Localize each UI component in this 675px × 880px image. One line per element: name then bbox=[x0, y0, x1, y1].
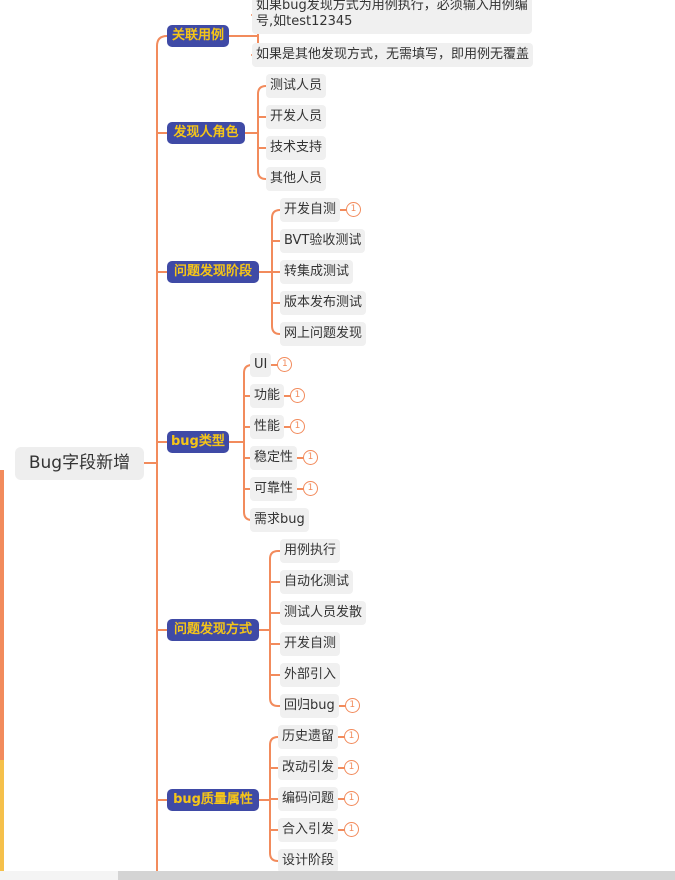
collapsed-count-badge[interactable]: 1 bbox=[346, 202, 362, 217]
leaf-node[interactable]: 改动引发 bbox=[278, 756, 339, 780]
leaf-node[interactable]: 测试人员发散 bbox=[280, 601, 367, 625]
leaf-node[interactable]: 网上问题发现 bbox=[280, 322, 367, 346]
leaf-node[interactable]: BVT验收测试 bbox=[280, 229, 366, 253]
leaf-node[interactable]: 稳定性 bbox=[250, 446, 298, 470]
leaf-node[interactable]: UI bbox=[250, 353, 272, 377]
collapsed-count-badge[interactable]: 1 bbox=[344, 698, 360, 713]
branch-connector bbox=[156, 35, 168, 880]
category-node[interactable]: bug类型 bbox=[167, 431, 229, 453]
category-node[interactable]: 发现人角色 bbox=[167, 122, 245, 144]
collapsed-count-badge[interactable]: 1 bbox=[290, 388, 306, 403]
branch-connector bbox=[269, 736, 279, 801]
branch-connector bbox=[269, 629, 281, 707]
leaf-node[interactable]: 转集成测试 bbox=[280, 260, 354, 284]
collapsed-count-badge[interactable]: 1 bbox=[290, 419, 306, 434]
category-node[interactable]: 问题发现阶段 bbox=[167, 261, 259, 283]
leaf-node[interactable]: 开发自测 bbox=[280, 632, 341, 656]
branch-connector bbox=[257, 85, 267, 134]
leaf-node[interactable]: 开发自测 bbox=[280, 198, 341, 222]
collapsed-count-badge[interactable]: 1 bbox=[277, 357, 293, 372]
leaf-node[interactable]: 性能 bbox=[250, 415, 285, 439]
root-topic[interactable]: Bug字段新增 bbox=[15, 447, 144, 480]
collapsed-count-badge[interactable]: 1 bbox=[344, 791, 360, 806]
category-node[interactable]: 问题发现方式 bbox=[167, 619, 259, 641]
category-node[interactable]: 关联用例 bbox=[167, 25, 229, 47]
branch-connector bbox=[257, 132, 267, 180]
leaf-node[interactable]: 编码问题 bbox=[278, 787, 339, 811]
branch-connector bbox=[269, 799, 279, 862]
leaf-node[interactable]: 设计阶段 bbox=[278, 849, 339, 873]
leaf-node[interactable]: 可靠性 bbox=[250, 477, 298, 501]
leaf-node[interactable]: 自动化测试 bbox=[280, 570, 354, 594]
branch-connector bbox=[271, 271, 281, 335]
horizontal-scrollbar-thumb[interactable] bbox=[118, 871, 675, 880]
leaf-node[interactable]: 如果是其他发现方式，无需填写，即用例无覆盖 bbox=[252, 43, 534, 67]
leaf-node[interactable]: 回归bug bbox=[280, 694, 339, 718]
leaf-node[interactable]: 开发人员 bbox=[266, 105, 327, 129]
leaf-node[interactable]: 技术支持 bbox=[266, 136, 327, 160]
collapsed-count-badge[interactable]: 1 bbox=[303, 481, 319, 496]
collapsed-count-badge[interactable]: 1 bbox=[344, 822, 360, 837]
leaf-node[interactable]: 合入引发 bbox=[278, 818, 339, 842]
leaf-node[interactable]: 如果bug发现方式为用例执行，必须输入用例编号,如test12345 bbox=[252, 0, 532, 34]
branch-connector bbox=[269, 550, 281, 631]
leaf-node[interactable]: 其他人员 bbox=[266, 167, 327, 191]
collapsed-count-badge[interactable]: 1 bbox=[344, 760, 360, 775]
leaf-node[interactable]: 外部引入 bbox=[280, 663, 341, 687]
parent-branch-line-accent bbox=[0, 760, 4, 880]
leaf-line: 如果bug发现方式为用例执行，必须输入用例编 bbox=[256, 0, 528, 13]
leaf-node[interactable]: 用例执行 bbox=[280, 539, 341, 563]
branch-connector bbox=[271, 209, 281, 273]
leaf-line: 号,如test12345 bbox=[256, 14, 353, 29]
leaf-node[interactable]: 需求bug bbox=[250, 508, 309, 532]
leaf-node[interactable]: 测试人员 bbox=[266, 74, 327, 98]
category-node[interactable]: bug质量属性 bbox=[167, 789, 259, 811]
leaf-node[interactable]: 版本发布测试 bbox=[280, 291, 367, 315]
collapsed-count-badge[interactable]: 1 bbox=[344, 729, 360, 744]
leaf-node[interactable]: 历史遗留 bbox=[278, 725, 339, 749]
leaf-node[interactable]: 功能 bbox=[250, 384, 285, 408]
parent-branch-line bbox=[0, 470, 4, 880]
collapsed-count-badge[interactable]: 1 bbox=[303, 450, 319, 465]
